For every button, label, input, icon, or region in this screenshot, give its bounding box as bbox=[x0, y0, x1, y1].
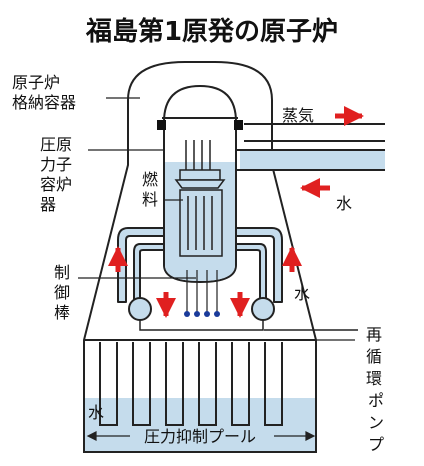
control-rod-tip bbox=[194, 311, 200, 317]
diagram-title: 福島第1原発の原子炉 bbox=[85, 16, 338, 47]
svg-text:格納容器: 格納容器 bbox=[12, 93, 76, 112]
svg-text:原子炉: 原子炉 bbox=[12, 73, 60, 92]
svg-text:棒: 棒 bbox=[54, 303, 70, 322]
pump-right bbox=[251, 297, 275, 321]
control-rod-tip bbox=[214, 311, 220, 317]
svg-text:環: 環 bbox=[366, 369, 382, 388]
svg-text:圧原: 圧原 bbox=[40, 135, 72, 154]
suppression-pool-span bbox=[86, 431, 316, 441]
svg-text:再: 再 bbox=[366, 325, 382, 344]
steam-separator bbox=[174, 140, 226, 189]
leader-lines bbox=[78, 97, 355, 341]
pump-left bbox=[128, 297, 152, 321]
label-pool-water: 水 bbox=[88, 403, 104, 422]
label-water-side: 水 bbox=[294, 284, 310, 303]
flow-arrows bbox=[108, 106, 364, 318]
control-rod-tip bbox=[204, 311, 210, 317]
control-rods bbox=[184, 270, 220, 317]
svg-text:御: 御 bbox=[54, 283, 70, 302]
svg-text:循: 循 bbox=[366, 347, 382, 366]
label-fuel: 燃 料 bbox=[142, 170, 158, 209]
label-water-in: 水 bbox=[336, 194, 352, 213]
vessel-flange bbox=[157, 117, 243, 130]
control-rod-tip bbox=[184, 311, 190, 317]
svg-text:料: 料 bbox=[142, 190, 158, 209]
svg-text:ン: ン bbox=[368, 413, 384, 432]
svg-text:燃: 燃 bbox=[142, 170, 158, 189]
label-steam: 蒸気 bbox=[282, 106, 314, 125]
feed-water-pipe bbox=[240, 150, 385, 170]
svg-text:制: 制 bbox=[54, 263, 70, 282]
svg-text:ポ: ポ bbox=[368, 391, 384, 410]
svg-text:力子: 力子 bbox=[40, 155, 72, 174]
label-rpv: 圧原 力子 容炉 器 bbox=[40, 135, 72, 214]
label-suppression-pool: 圧力抑制プール bbox=[144, 427, 256, 446]
svg-text:容炉: 容炉 bbox=[40, 175, 72, 194]
downcomer-pipes bbox=[99, 342, 283, 426]
pump-base bbox=[139, 320, 358, 331]
label-control-rod: 制 御 棒 bbox=[54, 263, 70, 322]
label-recirc-pump: 再 循 環 ポ ン プ bbox=[366, 325, 384, 454]
label-containment: 原子炉 格納容器 bbox=[12, 73, 76, 112]
svg-text:器: 器 bbox=[40, 195, 56, 214]
svg-text:プ: プ bbox=[368, 435, 384, 454]
feed-water-pipe-outline bbox=[236, 149, 385, 171]
fuel-core bbox=[179, 189, 223, 257]
